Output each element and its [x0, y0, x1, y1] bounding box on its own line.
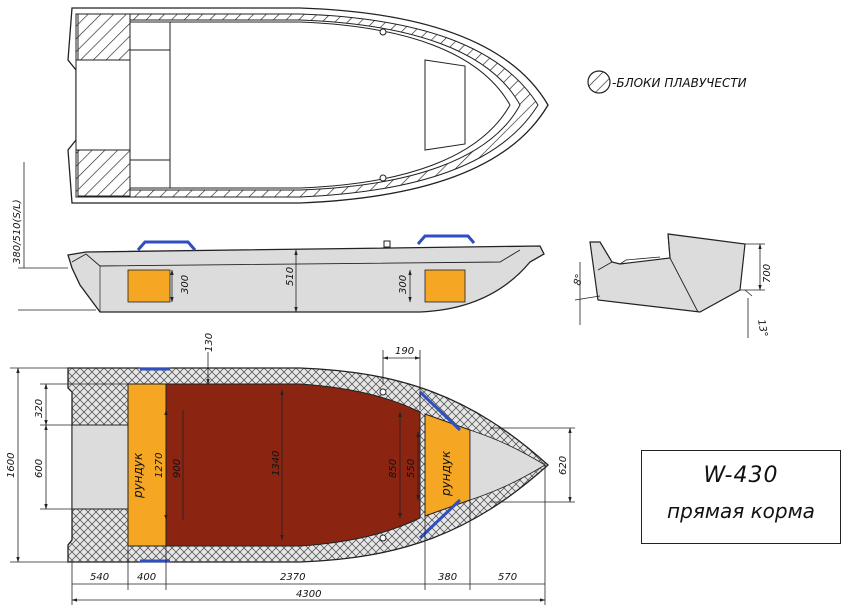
- plan-view-rail-front-bottom: [418, 498, 462, 540]
- stern-view-hull: [589, 233, 746, 313]
- plan-view-floor: [165, 383, 421, 547]
- dim-850: 850: [388, 459, 399, 478]
- top-view-rear-bench: [129, 21, 171, 189]
- dim-130: 130: [204, 333, 215, 352]
- seat-box-rear-label: рундук: [131, 452, 145, 499]
- stern-view: 700 8° 13°: [572, 233, 773, 338]
- flotation-legend: -БЛОКИ ПЛАВУЧЕСТИ: [587, 70, 747, 94]
- plan-view-rail-front-top: [418, 390, 462, 432]
- flotation-legend-label: -БЛОКИ ПЛАВУЧЕСТИ: [612, 76, 747, 90]
- side-view-seat-box-rear: [127, 269, 171, 303]
- side-view-rail-rear: [136, 240, 197, 251]
- plan-view-seat-box-rear: [127, 383, 167, 547]
- title-block: W-430 прямая корма: [641, 450, 841, 544]
- side-dim-right-block: 300: [398, 275, 409, 294]
- dim-540: 540: [90, 572, 109, 583]
- dim-600: 600: [34, 459, 45, 478]
- side-dim-middle: 510: [285, 267, 296, 286]
- side-height-label: 380/510(S/L): [12, 199, 23, 264]
- side-dim-left-block: 300: [180, 275, 191, 294]
- side-view: 380/510(S/L) 300 510 300: [12, 162, 545, 313]
- dim-1270: 1270: [154, 453, 165, 478]
- plan-view: рундук рундук 1270 900 1340 850 550 130 …: [6, 333, 575, 605]
- model-name: W-430: [703, 463, 779, 488]
- dim-1340: 1340: [271, 451, 282, 476]
- model-subtitle: прямая корма: [667, 499, 815, 523]
- flotation-legend-swatch: [587, 70, 611, 94]
- dim-4300: 4300: [296, 589, 321, 600]
- stern-angle-bottom: 13°: [755, 319, 769, 338]
- dim-400: 400: [137, 572, 156, 583]
- dim-570: 570: [498, 572, 517, 583]
- dim-190: 190: [395, 346, 414, 357]
- side-view-seat-box-front: [424, 269, 466, 303]
- dim-900: 900: [172, 459, 183, 478]
- dim-320: 320: [34, 399, 45, 418]
- dim-1600: 1600: [6, 453, 17, 478]
- stern-height: 700: [762, 264, 773, 283]
- top-view: [67, 7, 549, 204]
- dim-620: 620: [558, 456, 569, 475]
- top-view-front-bench: [424, 59, 466, 151]
- dim-2370: 2370: [280, 572, 305, 583]
- stern-angle-top: 8°: [572, 273, 586, 287]
- dim-380: 380: [438, 572, 457, 583]
- seat-box-front-label: рундук: [439, 450, 453, 497]
- side-view-rail-front: [416, 234, 476, 245]
- dim-550: 550: [406, 459, 417, 478]
